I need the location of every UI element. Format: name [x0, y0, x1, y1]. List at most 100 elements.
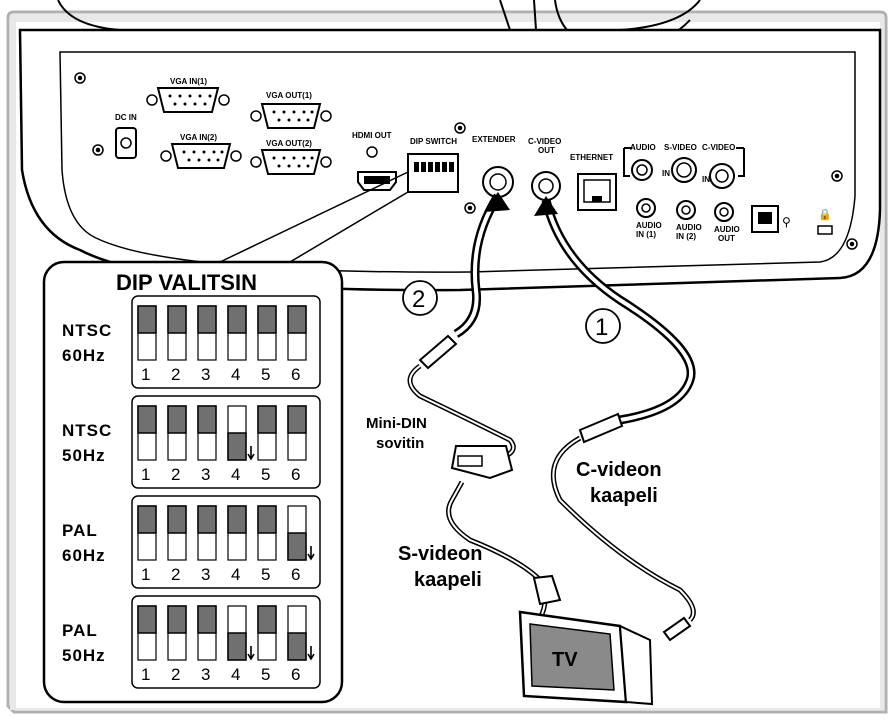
dip-switch-knob	[137, 305, 157, 334]
dip-panel-title: DIP VALITSIN	[116, 270, 257, 295]
c-video-arrow-head	[534, 196, 558, 216]
dip-down-arrow-icon	[307, 546, 315, 561]
dip-switch-number: 2	[171, 665, 180, 684]
c-video-out-label-2: OUT	[538, 146, 555, 155]
dip-switch-port	[407, 153, 459, 193]
dip-switch-knob	[197, 405, 217, 434]
dip-switch-number: 1	[141, 665, 150, 684]
audio-in-2-port	[676, 200, 696, 220]
dip-mode-label: NTSC	[62, 421, 112, 440]
dip-switch-number: 3	[201, 465, 210, 484]
c-video-in-port	[709, 163, 735, 189]
audio-port	[631, 159, 653, 181]
c-video-cable-label-1: C-videon	[576, 459, 662, 481]
dip-switch-label: DIP SWITCH	[410, 137, 457, 146]
dip-down-arrow-icon	[307, 646, 315, 661]
step-1-number: 1	[595, 314, 608, 341]
dip-switch-knob	[137, 405, 157, 434]
dip-switch-knob	[197, 305, 217, 334]
c-video-out-label-1: C-VIDEO	[528, 137, 561, 146]
usb-icon: ⚲	[782, 215, 791, 229]
dip-switch-knob	[257, 505, 277, 534]
dip-switch-number: 6	[291, 465, 300, 484]
audio-out-label-b: OUT	[718, 234, 735, 243]
dip-switch-knob	[257, 405, 277, 434]
dc-in-label: DC IN	[115, 113, 137, 122]
s-video-arrow-head	[484, 192, 510, 212]
audio-in-1-port	[636, 198, 656, 218]
dip-switch-number: 2	[171, 365, 180, 384]
tv-label: TV	[552, 649, 578, 671]
c-video-cable-label-2: kaapeli	[590, 485, 658, 507]
dip-switch-number: 1	[141, 365, 150, 384]
vga-pins	[168, 94, 314, 168]
dip-switch-knob	[167, 505, 187, 534]
dip-switch-number: 4	[231, 565, 240, 584]
dip-switch-knob	[197, 505, 217, 534]
lock-icon: 🔒	[818, 208, 832, 221]
dip-mode-label: NTSC	[62, 321, 112, 340]
dip-switch-number: 2	[171, 565, 180, 584]
vga-in-2-label: VGA IN(2)	[180, 133, 217, 142]
audio-in-2-label-b: IN (2)	[676, 232, 696, 241]
s-video-group-label: S-VIDEO	[664, 143, 697, 152]
audio-out-port	[714, 202, 734, 222]
callout-lines	[219, 171, 409, 263]
s-video-in-port	[671, 157, 697, 183]
dip-switch-number: 4	[231, 365, 240, 384]
dip-switch-knob	[227, 632, 247, 661]
step-1-badge	[585, 308, 621, 344]
step-2-badge	[402, 280, 438, 316]
dip-switch-knob	[137, 505, 157, 534]
mini-din-label-2: sovitin	[376, 435, 424, 452]
step-2-number: 2	[412, 286, 425, 313]
dip-switch-knob	[257, 605, 277, 634]
dip-mode-label: PAL	[62, 521, 98, 540]
s-video-in-label: IN	[662, 169, 670, 178]
dip-switch-number: 6	[291, 565, 300, 584]
dip-switch-knob	[287, 305, 307, 334]
audio-in-2-label-a: AUDIO	[676, 223, 702, 232]
dip-switch-number: 6	[291, 665, 300, 684]
vga-out-2-label: VGA OUT(2)	[266, 139, 312, 148]
s-video-cable-label-1: S-videon	[398, 543, 482, 565]
hdmi-out-label: HDMI OUT	[352, 131, 392, 140]
dip-switch-knob	[167, 405, 187, 434]
c-video-in-label: IN	[702, 175, 710, 184]
dip-switch-number: 1	[141, 565, 150, 584]
dip-switch-knob	[227, 432, 247, 461]
dip-switch-number: 5	[261, 465, 270, 484]
audio-in-1-label-b: IN (1)	[636, 230, 656, 239]
dip-switch-knob	[167, 605, 187, 634]
dip-switch-number: 4	[231, 665, 240, 684]
screws	[74, 72, 858, 250]
dip-switch-number: 3	[201, 365, 210, 384]
dip-switch-knob	[137, 605, 157, 634]
dip-switch-knob	[197, 605, 217, 634]
mini-din-label-1: Mini-DIN	[366, 415, 427, 432]
dip-switch-knob	[227, 305, 247, 334]
dip-switch-number: 5	[261, 665, 270, 684]
s-video-cable-label-2: kaapeli	[414, 569, 482, 591]
dip-switch-knob	[287, 405, 307, 434]
dip-down-arrow-icon	[247, 646, 255, 661]
dip-freq-label: 60Hz	[62, 546, 106, 565]
dip-freq-label: 60Hz	[62, 346, 106, 365]
dip-switch-number: 4	[231, 465, 240, 484]
dip-switch-knob	[287, 632, 307, 661]
dip-freq-label: 50Hz	[62, 646, 106, 665]
dip-down-arrow-icon	[247, 446, 255, 461]
dip-switch-knob	[287, 532, 307, 561]
dip-mode-label: PAL	[62, 621, 98, 640]
vga-in-1-label: VGA IN(1)	[170, 77, 207, 86]
vga-ports	[156, 87, 322, 175]
dip-switch-knob	[167, 305, 187, 334]
dip-switch-number: 1	[141, 465, 150, 484]
dip-switch-number: 5	[261, 365, 270, 384]
lock-slot	[817, 225, 833, 235]
